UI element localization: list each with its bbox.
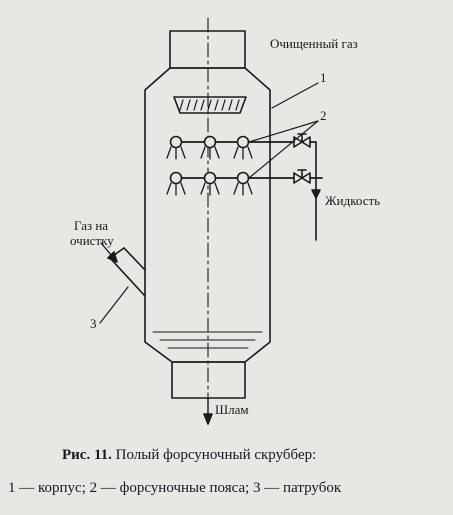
liquid-supply-pipe <box>309 141 323 241</box>
figure-number: Рис. 11. <box>62 447 112 463</box>
callout-number-3: 3 <box>90 316 97 331</box>
valve-lower <box>293 169 311 184</box>
gas-inlet-arrow <box>107 251 118 263</box>
sludge-arrow <box>203 397 213 425</box>
nozzle-belt-upper <box>166 135 295 160</box>
scrubber-diagram <box>99 17 323 425</box>
leader-3 <box>99 286 129 324</box>
droplet-eliminator <box>173 96 247 114</box>
leader-1 <box>271 82 319 109</box>
gas-inlet-label-line1: Газ на <box>74 218 109 233</box>
figure-caption: Рис. 11. Полый форсуночный скруббер: <box>62 446 316 464</box>
callout-number-1: 1 <box>320 70 327 85</box>
sludge-label: Шлам <box>215 402 249 417</box>
figure-title: Полый форсуночный скруббер: <box>111 447 317 463</box>
gas-inlet-label-line2: очистку <box>70 233 114 248</box>
clean-gas-label: Очищенный газ <box>270 36 358 51</box>
liquid-label: Жидкость <box>325 193 381 208</box>
valve-upper <box>293 133 311 148</box>
leader-2 <box>248 120 319 179</box>
gas-inlet-nozzle <box>100 242 146 297</box>
figure-legend: 1 — корпус; 2 — форсуночные пояса; 3 — п… <box>8 480 342 496</box>
callout-number-2: 2 <box>320 108 327 123</box>
nozzle-belt-lower <box>166 171 295 196</box>
liquid-flow-arrow <box>311 189 321 199</box>
